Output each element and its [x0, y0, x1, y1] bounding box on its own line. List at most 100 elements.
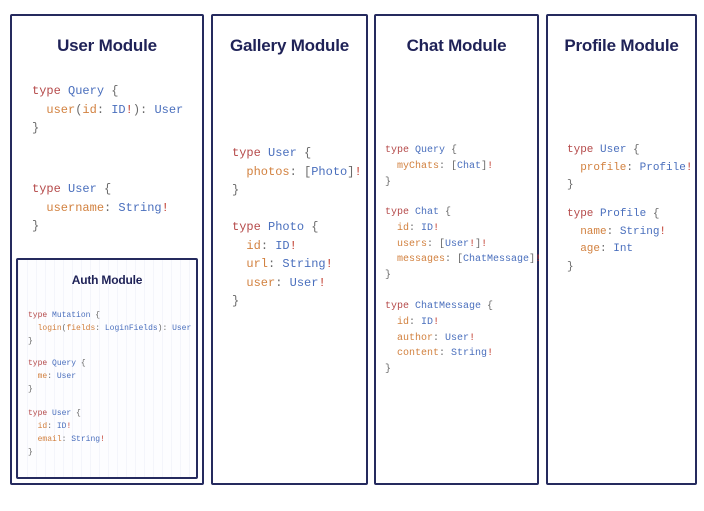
code-token: !: [289, 238, 297, 253]
code-token: myChats: [397, 160, 440, 172]
code-token: author: [397, 332, 434, 344]
code-token: }: [385, 176, 392, 188]
code-token: [385, 239, 397, 250]
code-token: :: [268, 257, 283, 272]
code-token: String: [282, 257, 326, 272]
code-token: :: [104, 200, 119, 215]
code-token: !: [535, 254, 542, 266]
code-token: [385, 317, 397, 328]
code-token: :: [606, 225, 620, 238]
code-token: Photo: [311, 164, 348, 179]
code-token: !: [66, 421, 72, 431]
panel-title-profile-module: Profile Module: [564, 36, 679, 55]
code-token: [385, 333, 397, 344]
code-token: ID: [421, 316, 434, 328]
code-block-auth-user: type User { id: ID! email: String! }: [28, 408, 105, 460]
code-token: }: [385, 270, 392, 282]
code-token: {: [304, 220, 319, 234]
code-token: {: [71, 409, 81, 418]
code-token: }: [232, 294, 240, 309]
code-token: [385, 348, 397, 359]
code-token: !: [161, 200, 169, 215]
code-token: id: [82, 102, 97, 117]
panel-title-gallery-module: Gallery Module: [229, 36, 350, 55]
code-token: email: [37, 434, 62, 444]
code-token: id: [37, 421, 48, 431]
code-token: : [: [289, 164, 312, 179]
code-token: String: [451, 348, 488, 360]
code-token: [232, 276, 246, 290]
code-token: (: [61, 323, 67, 333]
panel-chat-module[interactable]: Chat Module type Query { myChats: [Chat]…: [374, 14, 542, 485]
code-block-user-query: type Query { user(id: ID!): User }: [32, 82, 183, 138]
code-block-profile-profile: type Profile { name: String! age: Int }: [567, 206, 666, 276]
code-block-user-type: type User { username: String! }: [32, 180, 169, 236]
code-token: }: [232, 183, 240, 198]
code-token: (: [75, 102, 83, 117]
code-token: String: [118, 200, 162, 215]
code-token: {: [646, 208, 660, 220]
panel-profile-module[interactable]: Profile Module type User { profile: Prof…: [546, 14, 697, 485]
code-token: :: [47, 421, 57, 431]
code-token: {: [90, 311, 101, 320]
code-token: type: [385, 145, 416, 156]
code-token: User: [172, 323, 192, 333]
code-token: [567, 162, 580, 174]
code-token: }: [32, 121, 40, 136]
code-token: {: [439, 207, 452, 218]
code-token: [567, 226, 580, 238]
code-token: [28, 435, 38, 444]
code-block-gallery-user: type User { photos: [Photo]! }: [232, 144, 362, 200]
code-token: Query: [415, 145, 446, 156]
code-token: }: [567, 260, 574, 273]
code-token: [232, 165, 246, 179]
code-token: Query: [68, 84, 105, 98]
code-token: !: [685, 161, 693, 174]
code-block-chat-chatmessage: type ChatMessage { id: ID! author: User!…: [385, 299, 493, 378]
code-token: : [: [427, 238, 446, 250]
code-token: !: [433, 222, 440, 234]
code-token: messages: [397, 254, 446, 266]
code-token: type: [32, 182, 69, 196]
code-token: !: [318, 275, 326, 290]
panel-user-module[interactable]: User Module type Query { user(id: ID!): …: [10, 14, 204, 485]
code-token: [28, 372, 38, 381]
panel-auth-module[interactable]: Auth Module type Mutation { login(fields…: [16, 258, 198, 479]
code-token: !: [487, 160, 494, 172]
code-token: User: [68, 182, 97, 196]
code-token: User: [289, 275, 319, 290]
code-token: Profile: [600, 208, 647, 220]
code-token: [567, 243, 580, 255]
code-token: :: [95, 323, 105, 333]
code-token: {: [76, 359, 86, 368]
code-token: type: [232, 220, 269, 234]
code-token: type: [28, 359, 53, 368]
code-token: !: [469, 332, 476, 344]
code-token: id: [397, 222, 410, 234]
code-token: type: [232, 146, 269, 160]
code-token: {: [626, 144, 640, 156]
code-token: !: [354, 164, 362, 179]
code-token: User: [56, 371, 77, 381]
code-token: ID: [111, 102, 126, 117]
code-token: [232, 239, 246, 253]
code-token: type: [28, 409, 53, 418]
code-token: :: [439, 348, 452, 360]
code-token: !: [100, 434, 105, 444]
code-token: User: [445, 238, 470, 250]
code-token: :: [260, 238, 276, 253]
code-token: :: [600, 243, 614, 256]
code-block-chat-query: type Query { myChats: [Chat]! }: [385, 143, 493, 190]
code-token: id: [246, 238, 261, 253]
code-token: [28, 324, 38, 333]
code-block-profile-user: type User { profile: Profile! }: [567, 142, 692, 195]
code-token: ChatMessage: [415, 301, 482, 312]
code-token: ):: [157, 323, 173, 333]
panel-title-auth-module: Auth Module: [71, 273, 143, 287]
code-token: ID: [421, 222, 434, 234]
panel-gallery-module[interactable]: Gallery Module type User { photos: [Phot…: [211, 14, 368, 485]
code-token: type: [385, 207, 416, 218]
code-token: Photo: [268, 220, 305, 234]
code-token: :: [275, 275, 290, 290]
